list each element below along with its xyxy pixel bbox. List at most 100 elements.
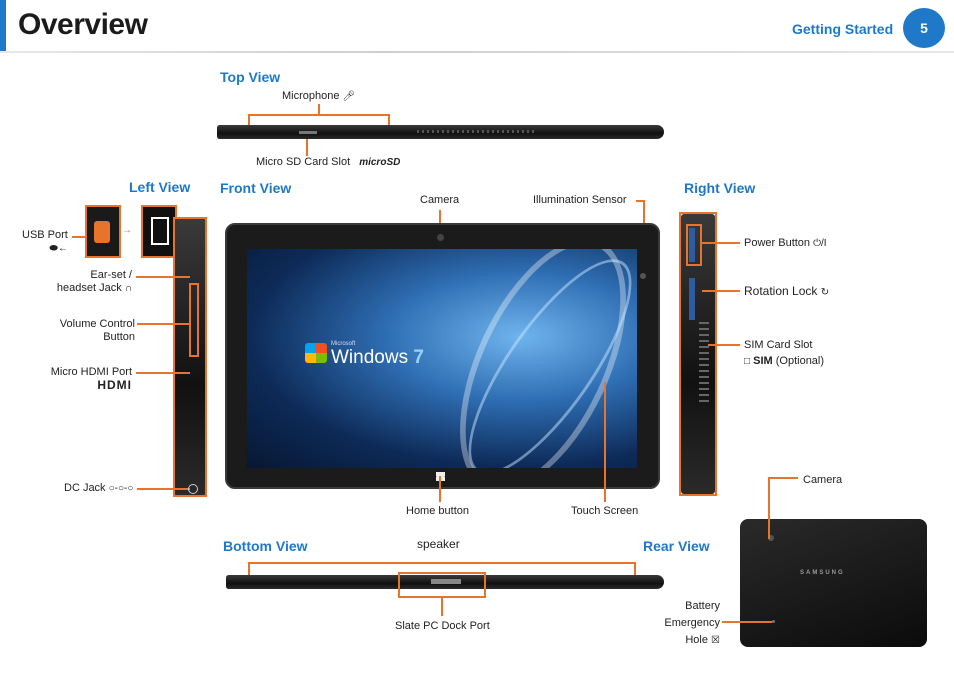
usb-arrow-icon [94, 221, 110, 243]
power-button[interactable] [689, 228, 695, 262]
windows-small-text: Microsoft [331, 341, 356, 347]
micro-sd-logo: micro [359, 157, 387, 168]
rotation-lock-label: Rotation Lock ↻ [744, 285, 829, 299]
dock-port-label: Slate PC Dock Port [395, 620, 490, 632]
microphone-label: Microphone 🎤︎ [282, 90, 355, 103]
usb-icon: ⬬← [49, 243, 68, 254]
front-view-title: Front View [220, 180, 292, 196]
sim-text: SIM Card Slot [744, 339, 813, 351]
earset-text-1: Ear-set / [90, 269, 132, 281]
sd-logo-icon: SD [386, 157, 401, 168]
usb-port-label: USB Port ⬬← [22, 229, 68, 255]
left-view-title: Left View [129, 179, 191, 195]
header-divider [0, 51, 954, 53]
windows-logo-icon [305, 343, 327, 363]
dock-connector [431, 579, 461, 584]
right-view-title: Right View [684, 180, 756, 196]
rear-camera-callout-v [768, 477, 770, 539]
usb-closeup [85, 205, 121, 258]
windows-text: Windows [331, 347, 409, 368]
dc-jack-callout [137, 488, 190, 490]
battery-text-2: Emergency [664, 617, 720, 629]
arrow-right-icon: → [122, 225, 132, 236]
sim-logo: SIM [753, 355, 773, 367]
left-view-device [175, 218, 205, 496]
top-view-device [217, 125, 664, 139]
bottom-view-device [226, 575, 664, 589]
microphone-icon: 🎤︎ [342, 91, 356, 102]
windows-wordmark: Windows 7 [331, 347, 424, 369]
volume-text-2: Button [103, 331, 135, 343]
battery-text-3: Hole [685, 634, 708, 646]
rear-camera-callout-h [768, 477, 798, 479]
dc-jack-label: DC Jack ○-○-○ [64, 482, 133, 495]
sim-optional: (Optional) [775, 355, 825, 367]
power-icon: ⏻/I [813, 238, 827, 249]
earset-label: Ear-set / headset Jack ∩ [46, 269, 132, 295]
rotation-lock-icon: ↻ [820, 287, 830, 298]
dc-jack-port [188, 484, 198, 494]
dc-jack-text: DC Jack [64, 482, 106, 494]
touch-screen-callout [604, 382, 606, 502]
rear-camera-label: Camera [803, 474, 843, 486]
micro-sd-callout [306, 139, 308, 156]
header-accent-bar [0, 0, 6, 52]
page-number-badge: 5 [903, 8, 945, 48]
micro-sd-slot [299, 131, 317, 134]
microphone-callout-l [248, 114, 250, 130]
power-button-callout [702, 242, 740, 244]
earset-text-2: headset Jack [56, 282, 122, 294]
rear-view-title: Rear View [643, 538, 710, 554]
speaker-label: speaker [417, 537, 460, 551]
microphone-callout-v [318, 104, 320, 115]
usb-socket [151, 217, 169, 245]
home-button-label: Home button [406, 505, 469, 517]
battery-label: Battery Emergency Hole ☒ [658, 598, 720, 649]
usb-callout [72, 236, 86, 238]
top-vent [417, 130, 537, 133]
usb-port-closeup [141, 205, 177, 258]
earset-callout [136, 276, 190, 278]
right-view-device [681, 214, 715, 494]
micro-hdmi-text: Micro HDMI Port [50, 366, 132, 378]
top-view-title: Top View [220, 69, 281, 85]
screen-wallpaper: Microsoft Windows 7 [247, 249, 637, 468]
volume-text-1: Volume Control [59, 318, 135, 330]
illumination-label: Illumination Sensor [533, 194, 627, 206]
microphone-text: Microphone [282, 90, 340, 102]
micro-sd-label: Micro SD Card Slot microSD [256, 156, 400, 169]
camera-callout [439, 210, 441, 228]
speaker-callout-r [634, 562, 636, 578]
illumination-callout-h [636, 200, 644, 202]
windows-version: 7 [413, 347, 424, 368]
power-button-outline [686, 224, 702, 266]
sim-callout [708, 344, 740, 346]
volume-label: Volume Control Button [52, 318, 135, 344]
speaker-callout-h [248, 562, 636, 564]
hdmi-logo: HDMI [97, 378, 132, 392]
micro-sd-text: Micro SD Card Slot [256, 156, 351, 168]
bottom-view-title: Bottom View [223, 538, 308, 554]
volume-callout [137, 323, 190, 325]
speaker-callout-l [248, 562, 250, 578]
micro-hdmi-callout [136, 372, 190, 374]
touch-screen-label: Touch Screen [571, 505, 639, 517]
sim-label: SIM Card Slot □ SIM (Optional) [744, 339, 824, 368]
power-button-label: Power Button ⏻/I [744, 237, 827, 250]
rear-camera [768, 535, 774, 541]
battery-hole [772, 620, 775, 623]
battery-text-1: Battery [685, 600, 720, 612]
dock-port-callout [441, 598, 443, 616]
microphone-callout-r [388, 114, 390, 130]
section-label: Getting Started [792, 21, 894, 37]
sim-card-slot [699, 322, 709, 402]
battery-hole-icon: ☒ [711, 635, 720, 646]
front-view-device: Microsoft Windows 7 [225, 223, 660, 489]
dc-jack-icon: ○-○-○ [108, 483, 134, 494]
rotation-lock-switch[interactable] [689, 278, 695, 320]
front-camera [437, 234, 444, 241]
headset-icon: ∩ [124, 283, 132, 294]
microphone-callout-h [248, 114, 390, 116]
battery-callout [722, 621, 772, 623]
illumination-sensor [640, 273, 646, 279]
